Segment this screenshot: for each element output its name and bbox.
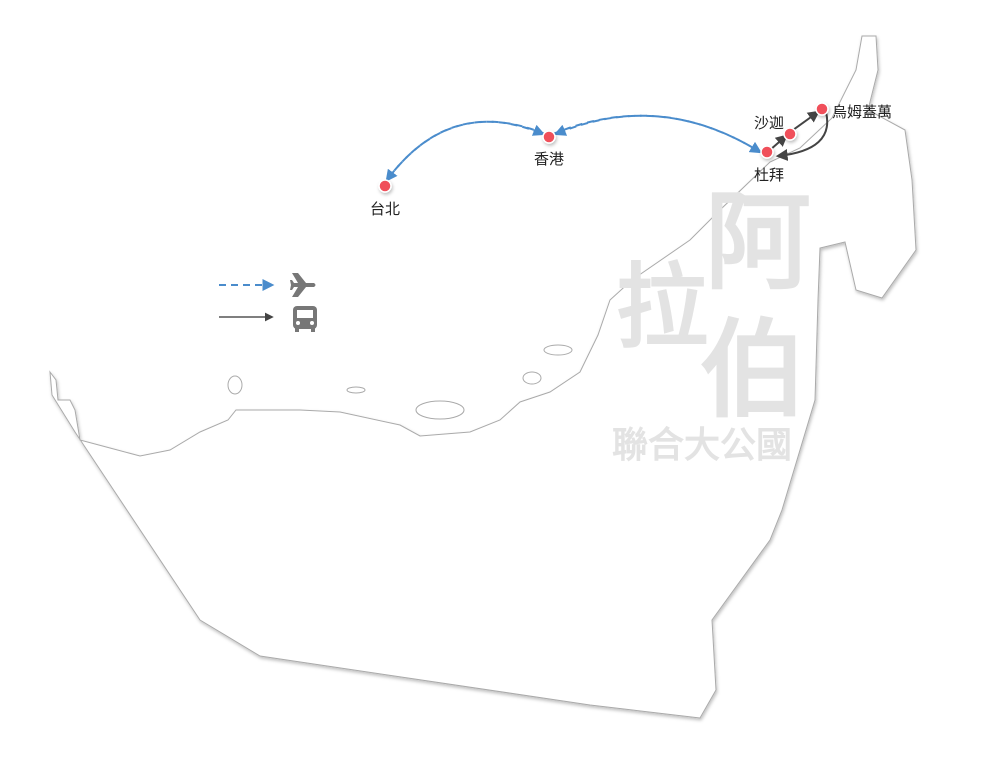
city-markers — [378, 102, 829, 193]
watermark-char-2: 拉 — [616, 254, 709, 361]
city-label-dubai: 杜拜 — [754, 166, 785, 184]
islands — [227, 344, 573, 420]
bus-routes — [769, 110, 829, 161]
watermark-subtitle: 聯合大公國 — [612, 425, 793, 466]
city-label-umm-al-quwain: 烏姆蓋萬 — [832, 103, 893, 121]
city-label-hongkong: 香港 — [534, 150, 565, 168]
country-outline — [49, 35, 917, 719]
watermark-char-1: 阿 — [705, 181, 811, 304]
city-label-taipei: 台北 — [370, 200, 401, 218]
bus-icon — [293, 306, 317, 332]
legend — [219, 273, 317, 332]
flight-routes — [385, 114, 763, 182]
city-label-sharjah: 沙迦 — [754, 114, 785, 132]
watermark-char-3: 伯 — [700, 309, 806, 432]
airplane-icon — [290, 273, 316, 297]
